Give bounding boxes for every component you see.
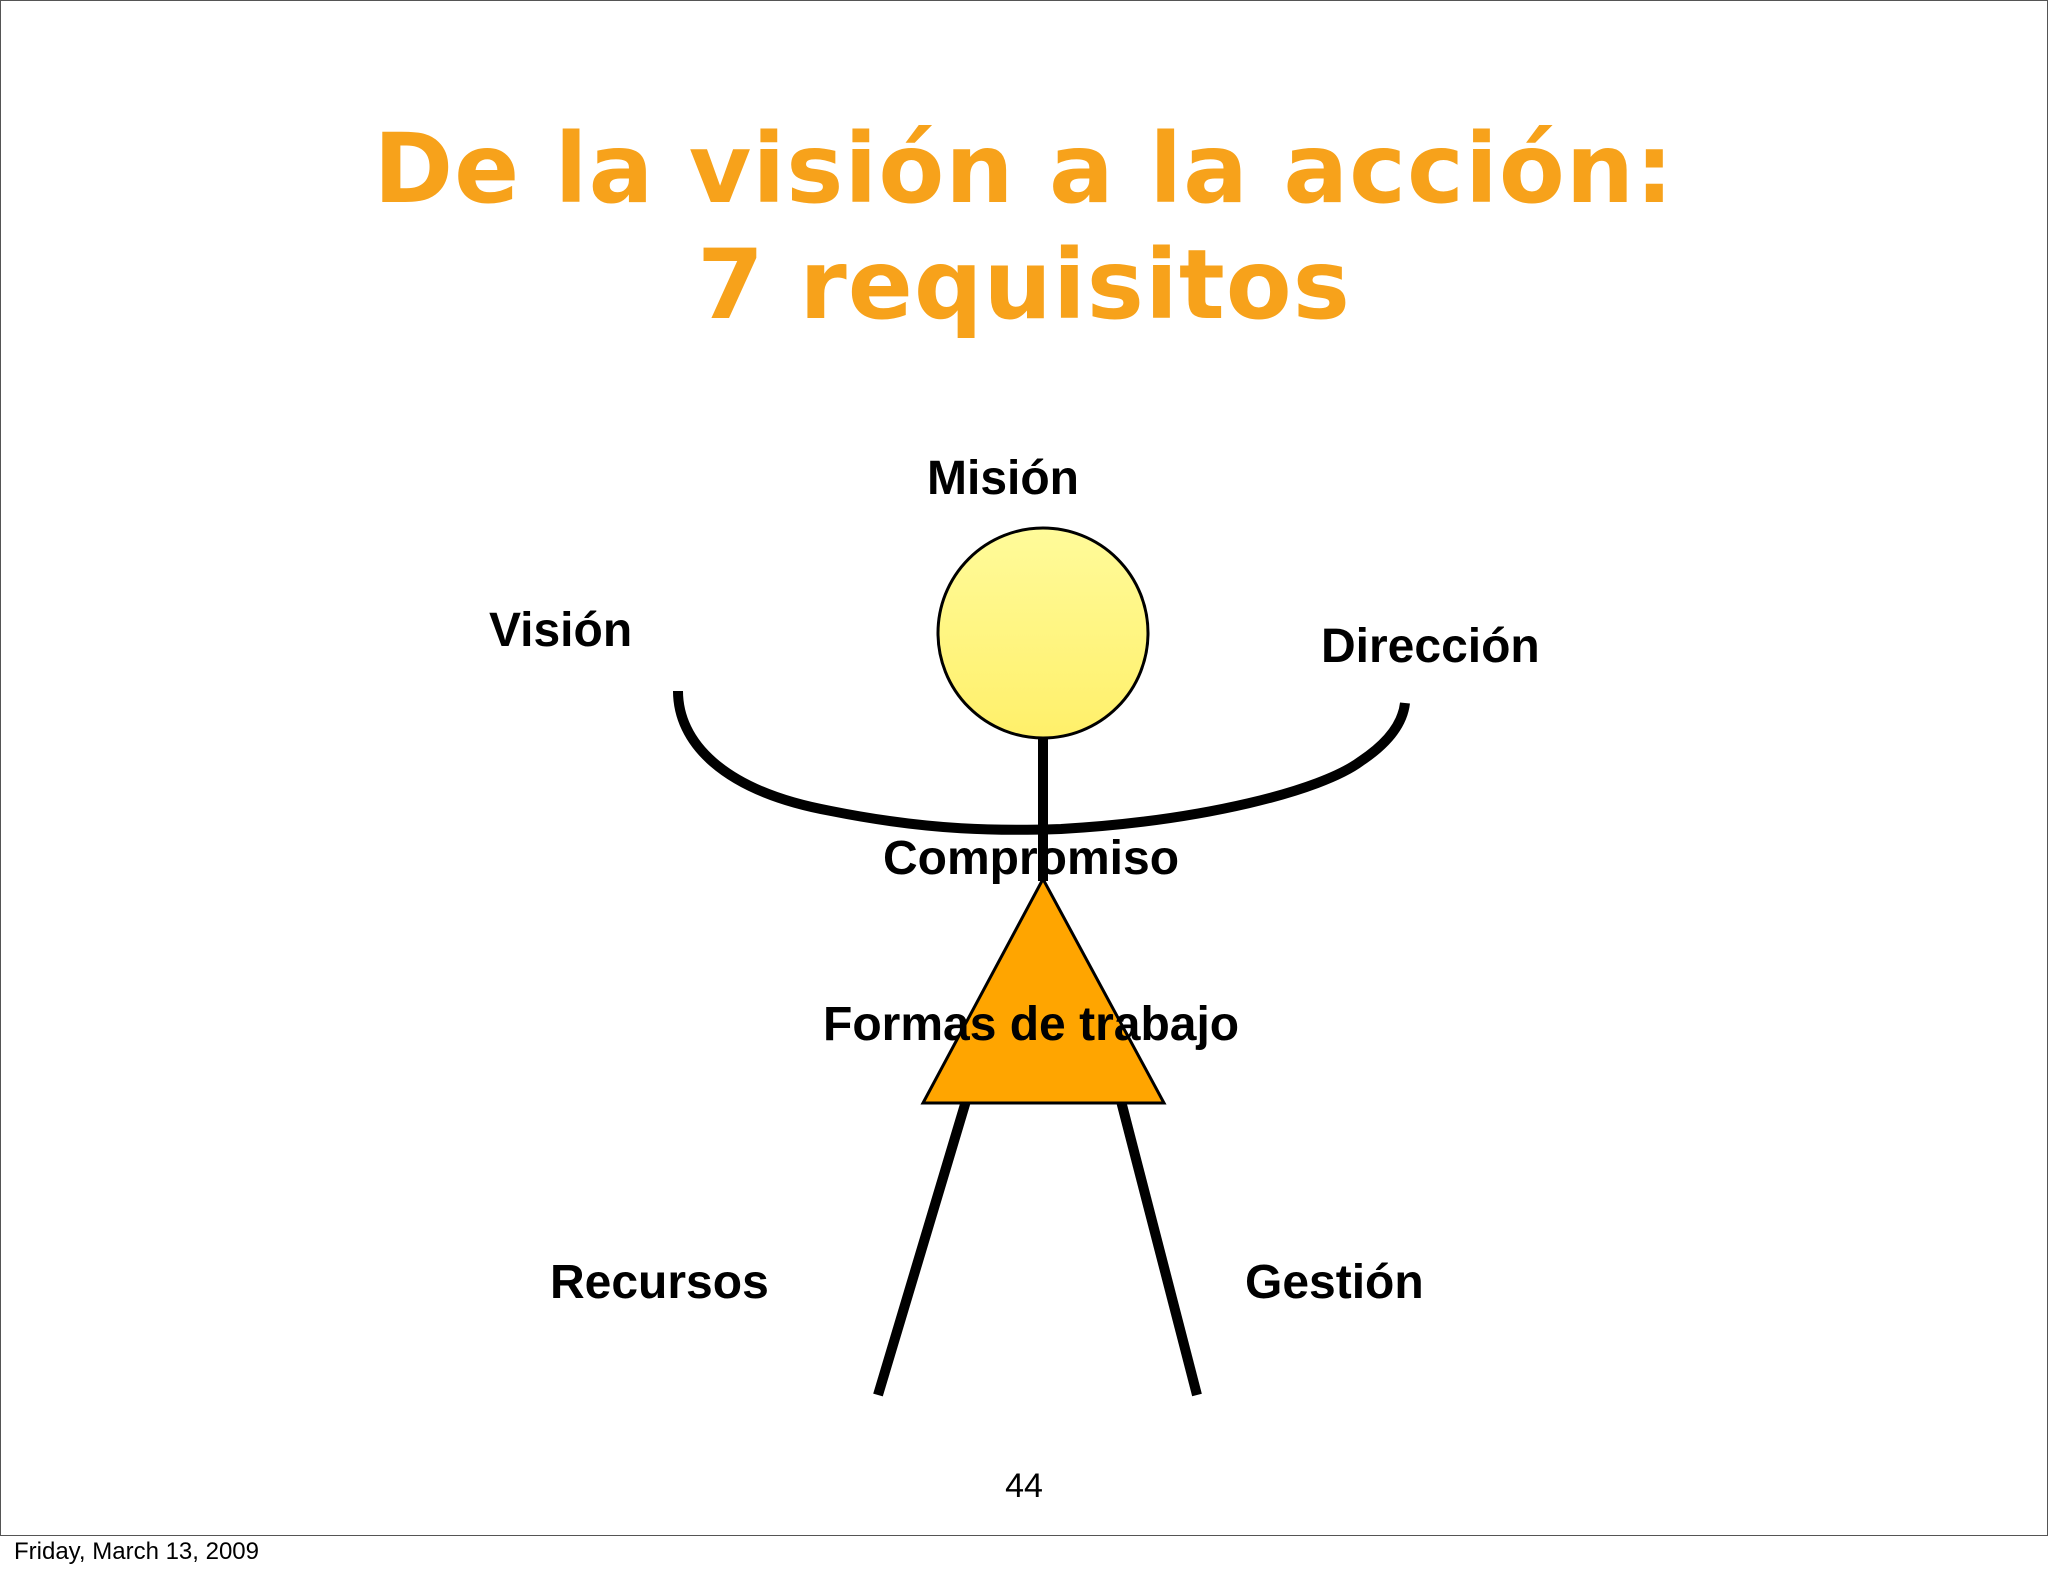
label-mision: Misión — [927, 452, 1079, 505]
slide-title-line1: De la visión a la acción: — [373, 113, 1675, 225]
label-compromiso: Compromiso — [883, 832, 1180, 885]
stick-figure-diagram — [673, 526, 1410, 1397]
label-gestion: Gestión — [1245, 1256, 1424, 1309]
page-number: 44 — [1005, 1467, 1043, 1505]
slide: De la visión a la acción: 7 requisitos M… — [0, 0, 2048, 1536]
label-recursos: Recursos — [550, 1256, 769, 1309]
footer-date: Friday, March 13, 2009 — [14, 1538, 260, 1565]
slide-title-line2: 7 requisitos — [697, 229, 1351, 341]
label-vision: Visión — [489, 604, 633, 657]
head-circle — [936, 526, 1150, 740]
label-formas-de-trabajo: Formas de trabajo — [823, 998, 1240, 1051]
label-direccion: Dirección — [1321, 620, 1540, 673]
left-leg — [873, 1099, 971, 1397]
right-leg — [1116, 1099, 1202, 1397]
body-triangle — [920, 875, 1167, 1105]
